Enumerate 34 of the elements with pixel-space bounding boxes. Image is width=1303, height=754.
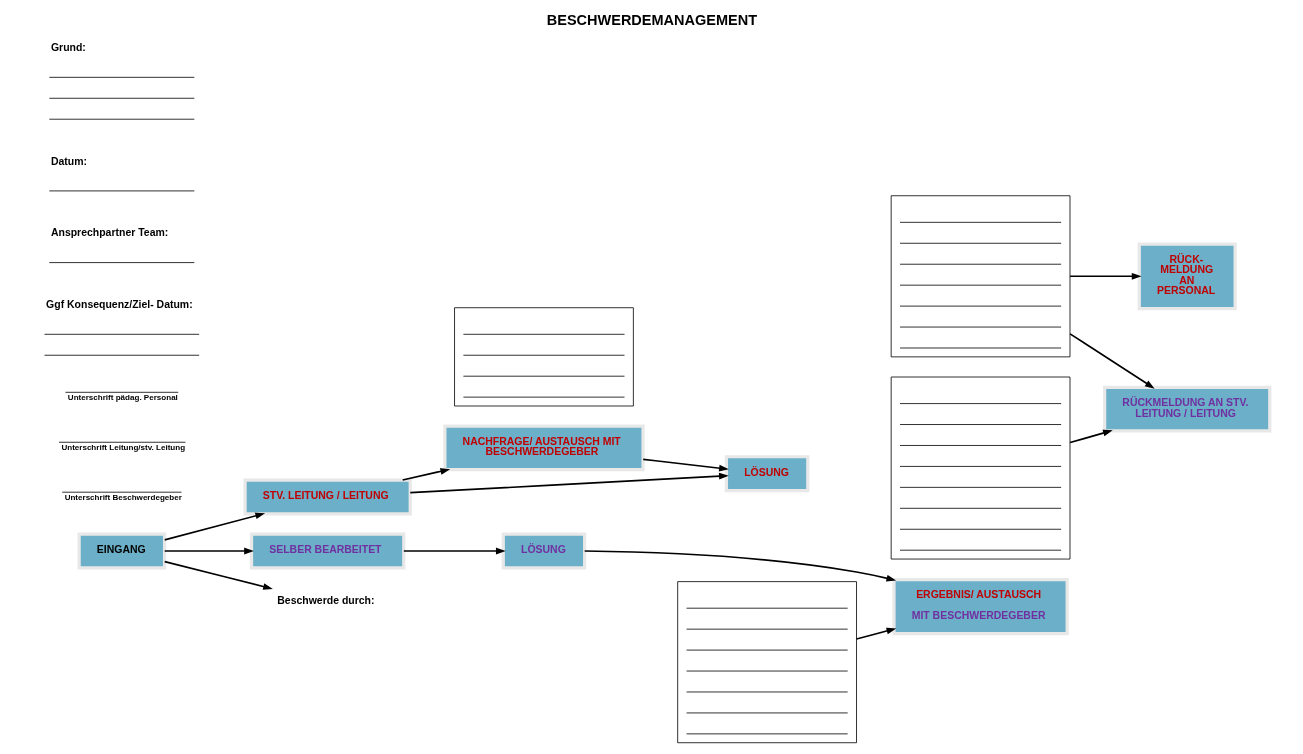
node-box [454,307,634,407]
arrow [583,550,897,582]
label: Unterschrift pädag. Personal [67,393,178,403]
label: Unterschrift Leitung/stv. Leitung [61,443,186,453]
node-box: ERGEBNIS/ AUSTAUSCH MIT BESCHWERDEGEBER [892,578,1069,636]
arrow [1069,272,1142,280]
arrow [403,547,506,555]
node-box: RÜCK- MELDUNG AN PERSONAL [1137,242,1237,311]
label: Ggf Konsequenz/Ziel- Datum: [46,299,193,311]
node-box [890,195,1071,358]
label: Ansprechpartner Team: [50,227,169,239]
arrow [409,472,729,494]
arrow [163,512,266,541]
node-box: EINGANG [77,532,167,570]
arrow [401,468,451,481]
label: Datum: [50,155,88,167]
node-box [677,581,857,744]
node-box: LÖSUNG [501,532,587,570]
node-box: RÜCKMELDUNG AN STV. LEITUNG / LEITUNG [1103,385,1272,433]
arrow [1069,429,1113,444]
arrow [163,560,273,590]
node-box: SELBER BEARBEITET [249,532,406,570]
arrow [855,627,897,640]
diagram-title: BESCHWERDEMANAGEMENT [546,12,758,29]
label: Unterschrift Beschwerdegeber [64,493,182,503]
arrow [1069,333,1155,389]
node-box [890,376,1071,560]
label: Grund: [50,42,86,54]
node-box: STV. LEITUNG / LEITUNG [243,478,412,516]
node-box: LÖSUNG [724,455,810,493]
arrow [163,547,254,555]
node-text: Beschwerde durch: [277,595,375,607]
arrow [642,458,729,472]
node-box: NACHFRAGE/ AUSTAUSCH MIT BESCHWERDEGEBER [443,424,645,472]
